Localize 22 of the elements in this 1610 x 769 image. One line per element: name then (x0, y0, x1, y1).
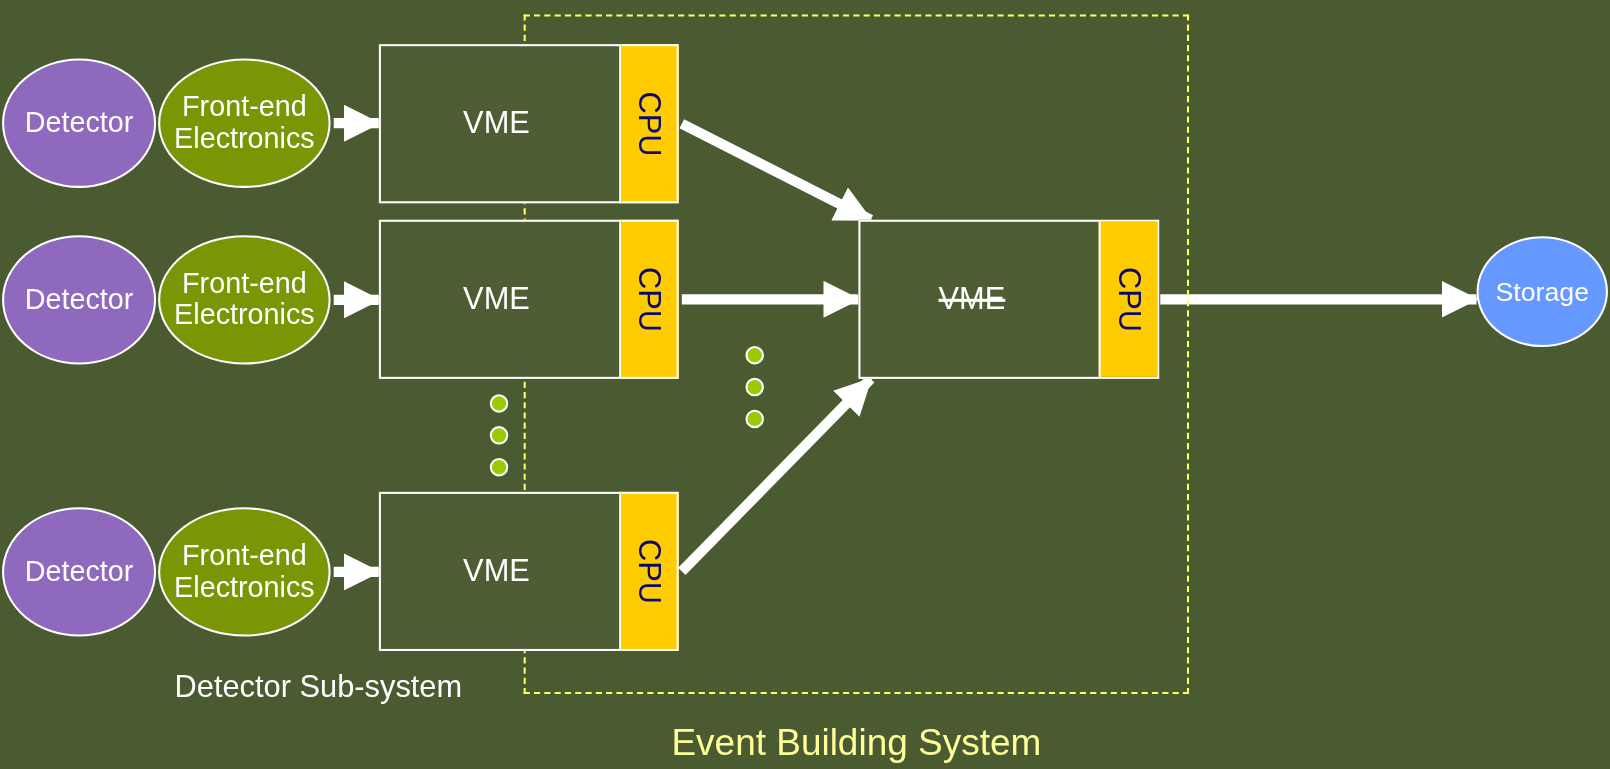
vme-box (858, 219, 1160, 379)
cpu-box: CPU (619, 219, 679, 379)
module-label: VME (463, 105, 530, 141)
module-label: VME (463, 552, 530, 588)
detector-ellipse: Detector (2, 507, 157, 637)
module-label: VME (938, 280, 1006, 316)
cpu-box: CPU (619, 44, 679, 204)
detector-ellipse: Detector (2, 58, 157, 188)
vme-box (378, 44, 622, 204)
cpu-box: CPU (619, 491, 679, 651)
module-label: VME (463, 280, 530, 316)
electronics-ellipse: Front-end Electronics (158, 58, 331, 188)
vme-box (378, 219, 622, 379)
detector-ellipse: Detector (2, 235, 157, 365)
electronics-ellipse: Front-end Electronics (158, 507, 331, 637)
cpu-box: CPU (1098, 221, 1158, 377)
electronics-ellipse: Front-end Electronics (158, 235, 331, 365)
region-title: Event Building System (670, 720, 1043, 764)
storage-ellipse: Storage (1476, 236, 1608, 348)
vme-box (378, 491, 622, 651)
arrow (1160, 280, 1479, 318)
subsystem-label: Detector Sub-system (174, 669, 463, 705)
